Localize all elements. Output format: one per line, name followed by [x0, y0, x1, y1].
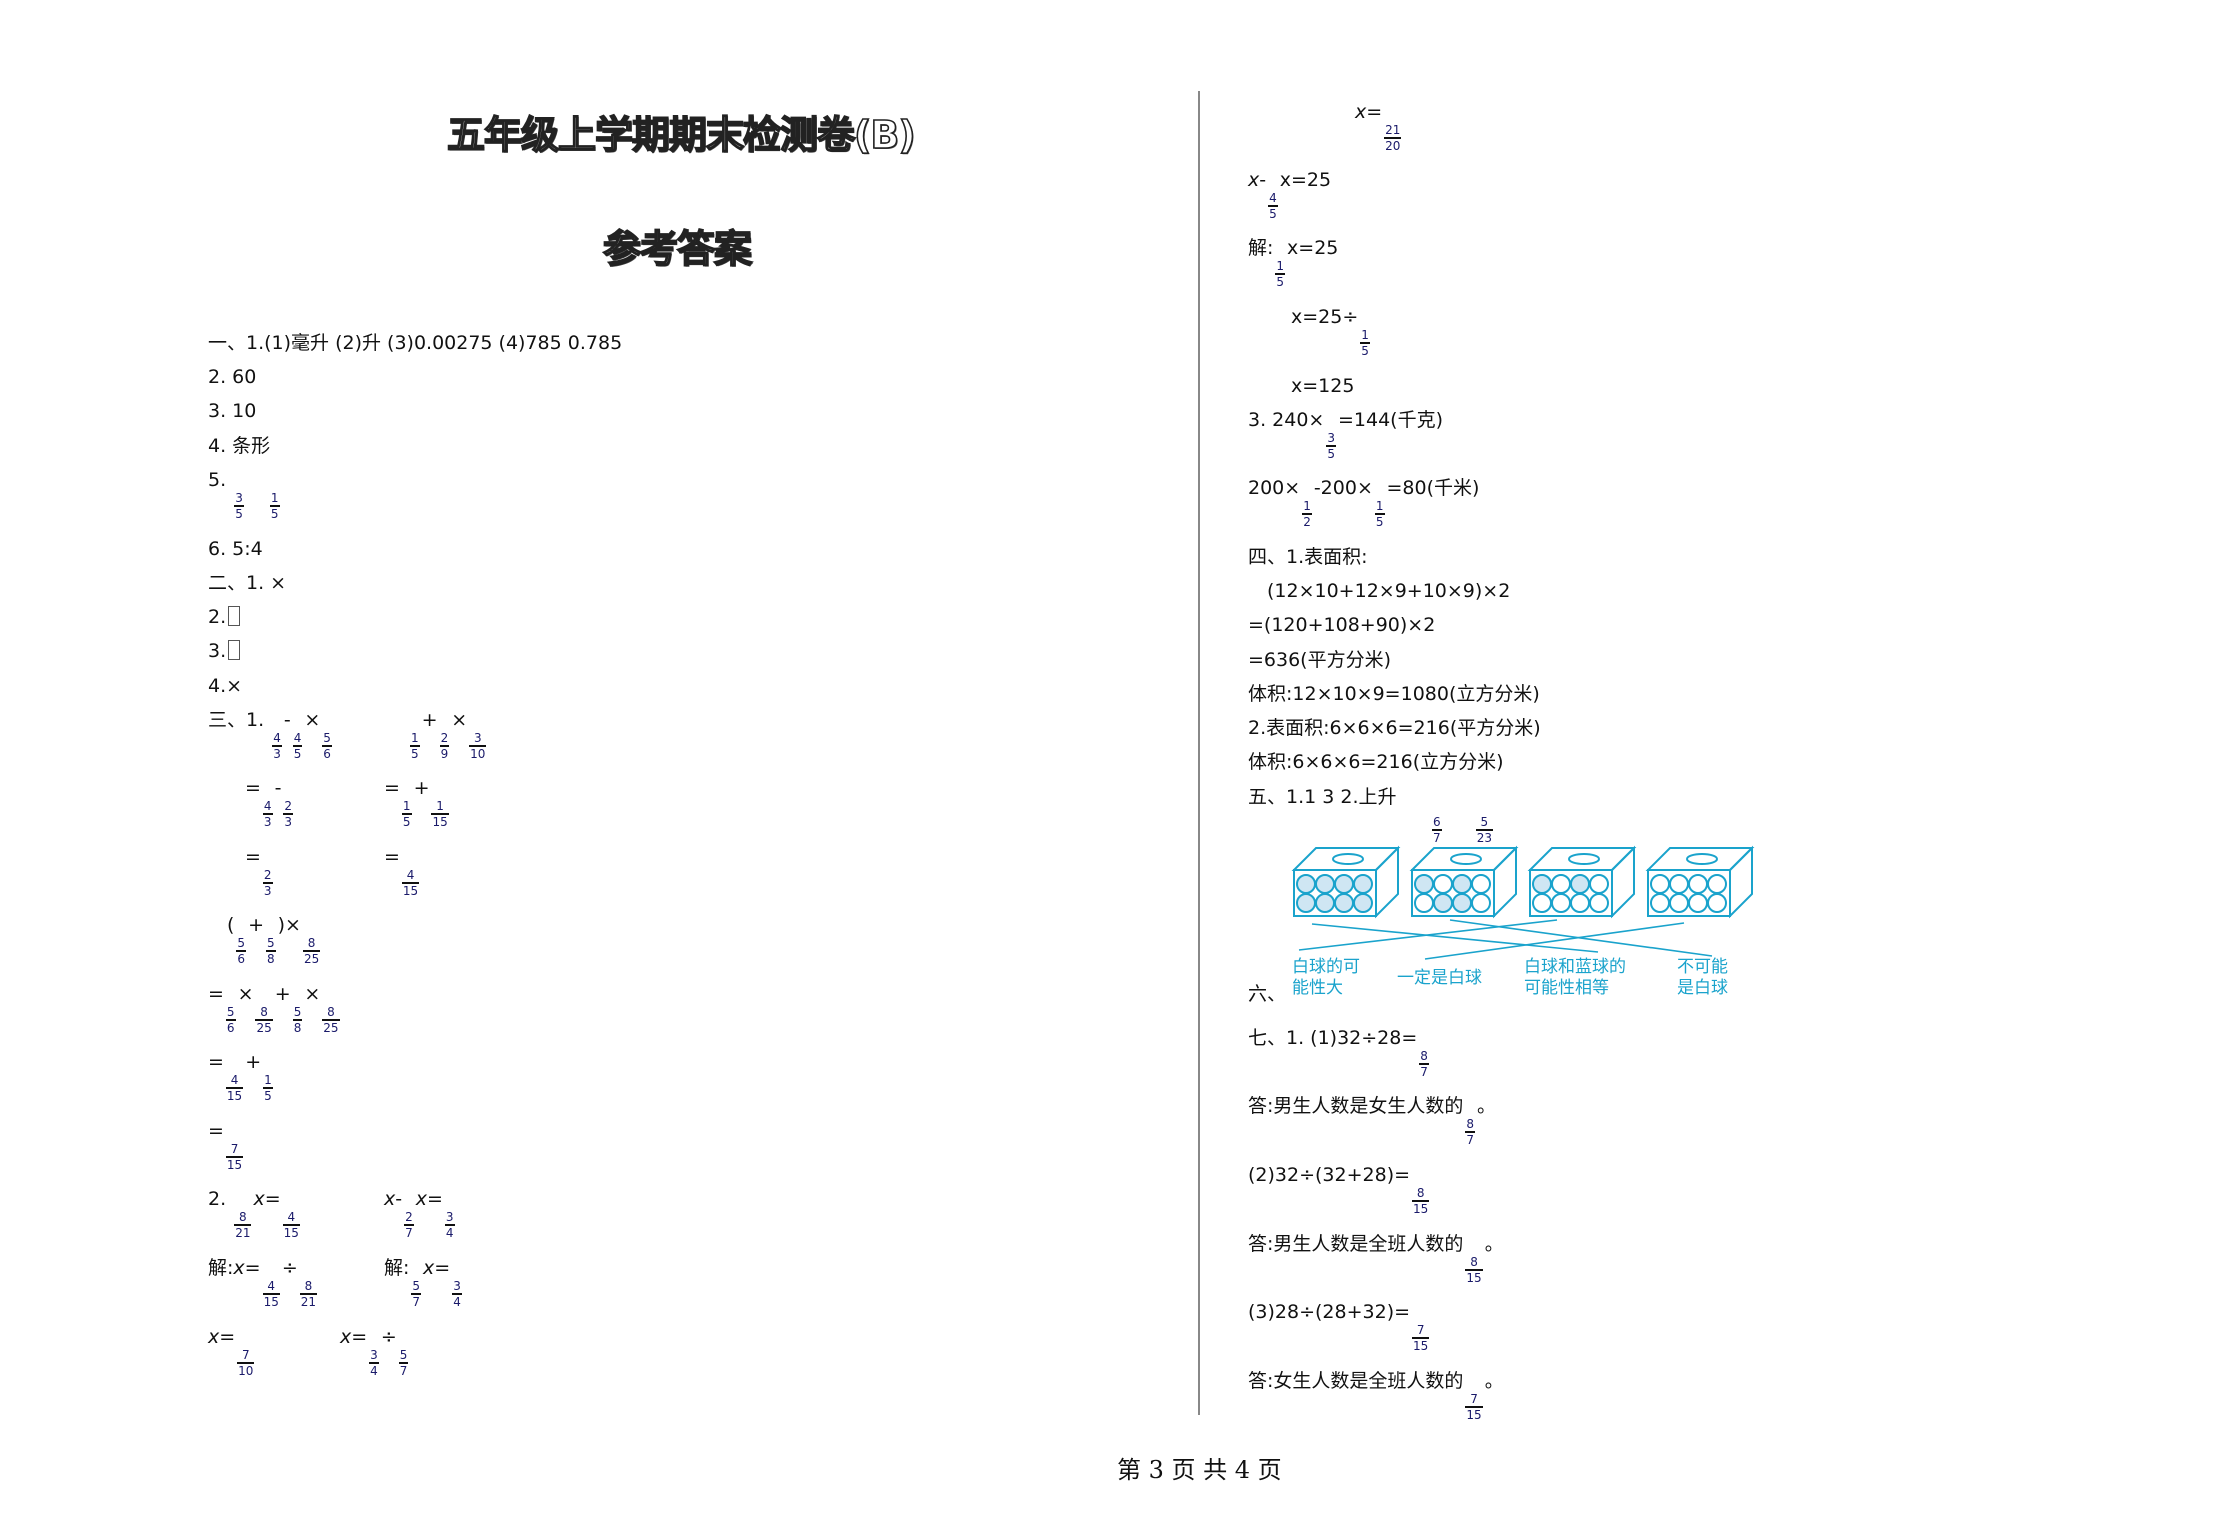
answer-1-3: 3. 10 [208, 400, 257, 422]
answer-2-2: 2. [208, 605, 241, 629]
document-subtitle: 参考答案 [602, 226, 753, 272]
answer-1-1: 一、1.(1)毫升 (2)升 (3)0.00275 (4)785 0.785 [208, 332, 623, 354]
match-label-3: 白球和蓝球的可能性相等 [1524, 957, 1626, 998]
answer-4-1-step2: =636(平方分米) [1248, 649, 1392, 671]
answer-4-2: 2.表面积:6×6×6=216(平方分米) [1248, 717, 1541, 739]
answer-2-4: 4.× [208, 675, 243, 697]
match-label-1: 白球的可能性大 [1292, 957, 1360, 998]
answer-2-3: 3. [208, 639, 241, 663]
match-label-4: 不可能是白球 [1677, 957, 1728, 998]
answer-1-2: 2. 60 [208, 366, 257, 388]
answer-1-6: 6. 5:4 [208, 538, 263, 560]
document-title: 五年级上学期期末检测卷(B) [446, 112, 916, 158]
answer-1-5-label: 5. [208, 469, 227, 491]
answer-4-1-calc: (12×10+12×9+10×9)×2 [1267, 580, 1511, 602]
column-divider [1198, 91, 1200, 1415]
answer-4-1-volume: 体积:12×10×9=1080(立方分米) [1248, 683, 1540, 705]
answer-6-label: 六、 [1248, 983, 1287, 1005]
answer-4-2-volume: 体积:6×6×6=216(立方分米) [1248, 751, 1504, 773]
answer-5: 五、1.1 3 2.上升 [1248, 786, 1397, 808]
match-label-2: 一定是白球 [1397, 968, 1482, 988]
answer-4-1: 四、1.表面积: [1248, 546, 1368, 568]
answer-3-2c-step3: x=125 [1291, 375, 1355, 397]
missing-glyph-box [228, 640, 241, 660]
answer-4-1-step1: =(120+108+90)×2 [1248, 614, 1436, 636]
missing-glyph-box [228, 606, 241, 626]
answer-2-1: 二、1. × [208, 572, 287, 594]
page-number: 第 3 页 共 4 页 [1117, 1456, 1282, 1484]
answer-1-4: 4. 条形 [208, 435, 271, 457]
ball-box-matching-diagram [1291, 845, 1755, 960]
